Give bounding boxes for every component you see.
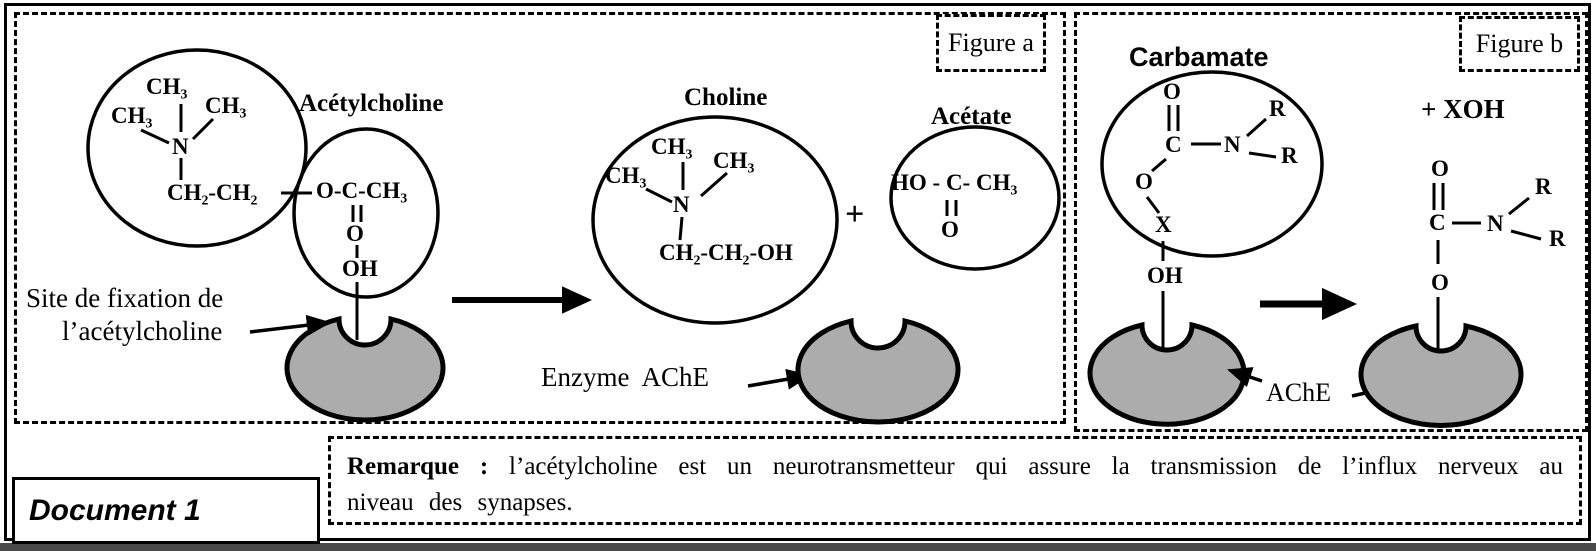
carb-oh-label: OH [1147,263,1183,289]
prod-n-label: N [1487,211,1504,236]
binding-site-label-line1: Site de fixation de [26,283,224,313]
ach-ch3-left-label: CH₃ [111,103,153,128]
ester-formula-label: O-C-CH₃ [316,178,408,203]
ach-nitrogen-label: N [172,134,189,159]
binding-site-pointer-arrow [249,314,332,336]
ester-oxygen-label: O [346,221,364,246]
xoh-byproduct-label: + XOH [1421,94,1505,124]
choline-circle [591,115,839,325]
figure-a-tag: Figure a [936,14,1046,72]
figure-a-panel [14,12,1066,424]
remark-heading: Remarque : [347,453,489,480]
cho-chain-label: CH₂-CH₂-OH [659,240,793,265]
prod-o-mid-label: O [1431,270,1449,295]
acetylcholine-title: Acétylcholine [299,90,444,117]
carb-x-label: X [1155,212,1172,237]
figure-b-tag-label: Figure b [1475,29,1564,58]
plus-sign: + [845,196,865,233]
choline-bonds [645,162,728,241]
document-tag-box: Document 1 [12,477,320,544]
acetylcholine-structure [86,48,440,340]
cho-ch3-top-label: CH₃ [651,134,693,159]
figure-b-tag: Figure b [1459,16,1580,72]
prod-r-top-label: R [1535,174,1552,199]
carb-r-right-label: R [1281,143,1298,168]
ache-pointer-arrow-left [1227,367,1263,388]
carbamate-structure [1100,70,1324,348]
figure-b-panel [1074,12,1588,432]
remark-box: Remarque : l’acétylcholine est un neurot… [328,436,1582,525]
prod-r-right-label: R [1549,226,1566,251]
acetate-structure [889,125,1061,271]
document-tag-label: Document 1 [29,493,201,527]
carb-o-mid-label: O [1135,169,1153,194]
ache-enzyme-shape-3 [1087,321,1247,427]
product-bonds [1432,183,1542,352]
cho-ch3-right-label: CH₃ [713,148,755,173]
remark-text: Remarque : l’acétylcholine est un neurot… [347,449,1563,522]
ester-bonds [351,205,363,340]
ache-label: AChE [1266,378,1331,407]
acetate-oxygen-label: O [941,217,959,242]
acetate-formula-label: HO - C- CH₃ [891,170,1018,195]
ache-enzyme-shape-2 [795,317,961,425]
enzyme-ache-label: Enzyme AChE [541,362,709,392]
carb-r-top-label: R [1269,96,1286,121]
carbamate-title: Carbamate [1129,42,1269,72]
amine-group-circle [86,48,308,248]
cho-ch3-left-label: CH₃ [605,163,647,188]
acetate-title: Acétate [931,103,1012,130]
binding-site-label-line2: l’acétylcholine [62,316,223,346]
ache-enzyme-shape-4 [1358,322,1524,428]
carb-c-label: C [1165,132,1182,157]
choline-structure [591,115,839,325]
figure-a-tag-label: Figure a [948,28,1034,57]
ester-hydroxyl-label: OH [342,256,378,281]
ache-enzyme-shape-1 [284,315,446,423]
ach-ch3-right-label: CH₃ [205,93,247,118]
remark-body: l’acétylcholine est un neurotransmetteur… [347,453,1564,517]
carb-o-top-label: O [1163,79,1181,104]
carb-n-label: N [1224,132,1241,157]
acetate-double-bond [945,200,958,216]
outer-frame [4,3,1591,541]
ester-group-circle [292,127,440,299]
acetate-circle [889,125,1061,271]
ach-ch3-top-label: CH₃ [146,74,188,99]
prod-o-top-label: O [1431,156,1449,181]
prod-c-label: C [1429,210,1446,235]
scan-edge-strip [0,543,1596,551]
amine-bonds [140,104,312,195]
cho-nitrogen-label: N [673,192,690,217]
carbamate-circle [1100,70,1324,258]
ach-chain-label: CH₂-CH₂ [167,180,258,205]
choline-title: Choline [684,84,768,111]
carbamate-bonds [1145,105,1277,348]
